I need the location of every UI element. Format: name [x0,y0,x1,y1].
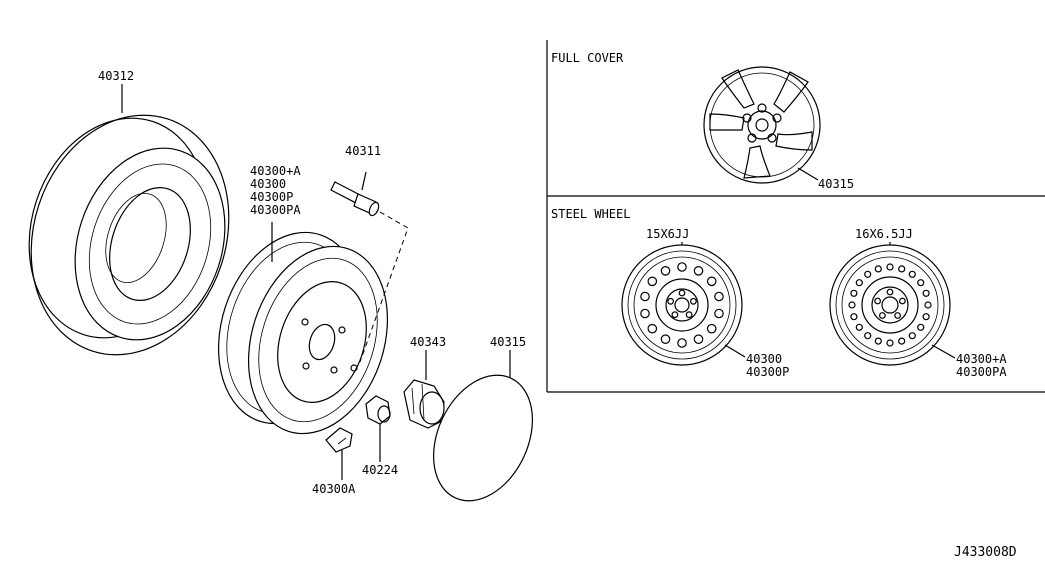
vent-hole [908,332,916,340]
wheel-15-holes [640,262,724,348]
vent-hole [660,265,671,276]
callout-wheel-1: 40300+A [250,164,301,178]
weight-drawing [325,427,353,480]
callout-wheel-2: 40300 [250,177,286,191]
vent-hole [886,263,894,271]
vent-hole [886,339,894,347]
center-cap-drawing [403,350,445,429]
vent-hole [647,276,658,287]
vent-hole [874,337,882,345]
callout-center-cap: 40343 [410,335,446,349]
lug-bolt [685,311,693,319]
callout-wheel-4: 40300PA [250,203,301,217]
panel-frame [546,40,1045,393]
cover-drawing [432,350,534,502]
vent-hole [855,279,863,287]
wheel-15-drawing [621,244,743,366]
vent-hole [917,323,925,331]
wheel-16-part-1: 40300+A [956,352,1007,366]
vent-hole [693,334,704,344]
vent-hole [850,313,858,321]
vent-hole [855,323,863,331]
callout-valve: 40311 [345,144,381,158]
lug-bolt [894,312,901,319]
vent-hole [706,323,717,334]
vent-hole [714,291,724,302]
wheel-15-lugs [667,289,697,319]
vent-hole [677,262,687,272]
vent-hole [640,308,650,319]
vent-hole [924,301,932,309]
vent-hole [850,289,858,297]
wheel-15-part-1: 40300 [746,352,782,366]
valve-drawing [330,171,409,363]
nut-drawing [365,395,391,462]
vent-hole [908,270,916,278]
vent-hole [714,308,724,319]
vent-hole [693,265,704,276]
callout-nut: 40224 [362,463,398,477]
wheel-15-size: 15X6JJ [646,227,689,241]
vent-hole [922,313,930,321]
vent-hole [677,338,687,348]
vent-hole [647,323,658,334]
lug-bolt [874,297,881,305]
callout-weight: 40300A [312,482,356,496]
vent-hole [898,337,906,345]
callout-cover: 40315 [490,335,526,349]
lug-bolt [678,289,686,297]
vent-hole [864,332,872,340]
vent-hole [640,291,650,302]
lug-bolt [667,297,674,305]
wheel-16-lugs [874,288,906,319]
full-cover-title: FULL COVER [551,51,624,65]
lug-bolt [886,288,894,296]
vent-hole [706,276,717,287]
vent-hole [864,270,872,278]
lug-bolt [671,311,679,319]
wheel-16-part-2: 40300PA [956,365,1007,379]
vent-hole [848,301,856,309]
wheel-drawing [217,222,389,435]
full-cover-drawing [703,66,821,184]
lug-bolt [879,312,886,319]
callout-wheel-3: 40300P [250,190,293,204]
callout-tire: 40312 [98,69,134,83]
steel-wheel-title: STEEL WHEEL [551,207,630,221]
lug-bolt [899,297,906,305]
drawing-code: J433008D [954,545,1017,560]
wheel-16-drawing [829,244,951,366]
vent-hole [874,265,882,273]
tire-drawing [28,84,230,356]
wheel-15-part-2: 40300P [746,365,789,379]
vent-hole [660,334,671,344]
wheel-16-size: 16X6.5JJ [855,227,913,241]
lug-bolt [690,297,697,305]
full-cover-callout: 40315 [818,177,854,191]
vent-hole [922,289,930,297]
vent-hole [917,279,925,287]
wheel-16-holes [848,263,932,347]
vent-hole [898,265,906,273]
